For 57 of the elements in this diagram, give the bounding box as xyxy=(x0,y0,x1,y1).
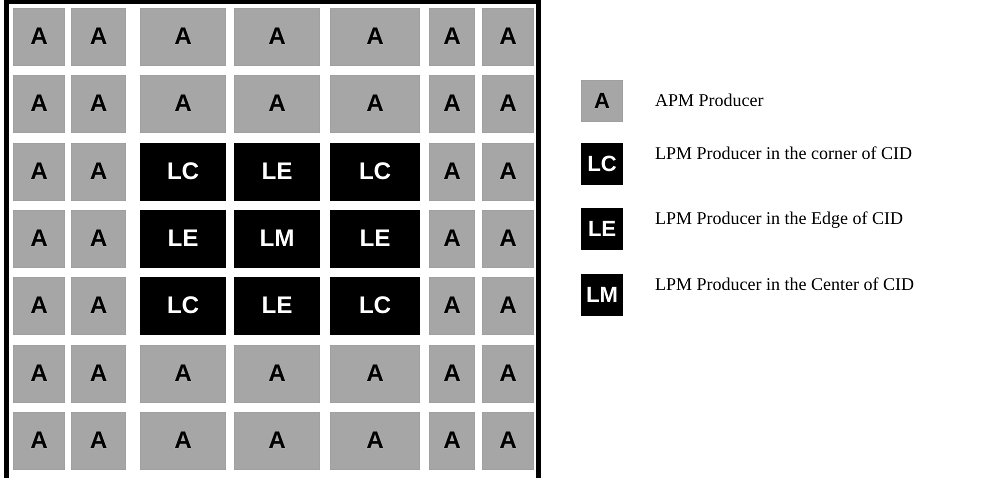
producer-cell: A xyxy=(429,210,475,268)
swatch-letter: LC xyxy=(587,151,617,177)
producer-cell: A xyxy=(71,210,126,268)
producer-cell: A xyxy=(71,345,126,403)
producer-cell: A xyxy=(13,143,65,201)
producer-cell: A xyxy=(429,8,475,66)
swatch-letter: LM xyxy=(586,282,618,308)
dark-producer-cell: LE xyxy=(234,277,320,335)
dark-producer-cell: LC xyxy=(140,143,226,201)
producer-cell: A xyxy=(234,75,320,133)
legend-text: LPM Producer in the Edge of CID xyxy=(655,208,904,229)
producer-cell: A xyxy=(13,412,65,470)
producer-cell: A xyxy=(429,277,475,335)
dark-producer-cell: LE xyxy=(330,210,420,268)
legend-text: APM Producer xyxy=(655,90,764,111)
dark-producer-cell: LE xyxy=(140,210,226,268)
dark-producer-cell: LC xyxy=(330,277,420,335)
producer-cell: A xyxy=(482,412,534,470)
producer-cell: A xyxy=(330,412,420,470)
dark-producer-cell: LC xyxy=(140,277,226,335)
producer-cell: A xyxy=(13,210,65,268)
producer-cell: A xyxy=(140,75,226,133)
dark-producer-cell: LM xyxy=(234,210,320,268)
producer-cell: A xyxy=(13,345,65,403)
producer-cell: A xyxy=(13,75,65,133)
producer-cell: A xyxy=(71,277,126,335)
producer-cell: A xyxy=(482,277,534,335)
producer-cell: A xyxy=(71,412,126,470)
producer-cell: A xyxy=(234,412,320,470)
legend-text: LPM Producer in the corner of CID xyxy=(655,143,913,164)
swatch-letter: LE xyxy=(588,216,616,242)
swatch-letter: A xyxy=(594,88,610,114)
producer-cell: A xyxy=(140,8,226,66)
producer-cell: A xyxy=(482,75,534,133)
producer-cell: A xyxy=(71,143,126,201)
producer-cell: A xyxy=(71,75,126,133)
producer-cell: A xyxy=(482,8,534,66)
producer-cell: A xyxy=(71,8,126,66)
producer-cell: A xyxy=(482,143,534,201)
producer-cell: A xyxy=(482,210,534,268)
legend-text: LPM Producer in the Center of CID xyxy=(655,274,915,295)
producer-cell: A xyxy=(330,8,420,66)
producer-cell: A xyxy=(482,345,534,403)
producer-cell: A xyxy=(429,345,475,403)
producer-cell: A xyxy=(234,8,320,66)
dark-producer-cell: LC xyxy=(330,143,420,201)
producer-cell: A xyxy=(140,412,226,470)
producer-cell: A xyxy=(140,345,226,403)
dark-producer-cell: LE xyxy=(234,143,320,201)
producer-cell: A xyxy=(429,412,475,470)
producer-cell: A xyxy=(429,75,475,133)
producer-cell: A xyxy=(429,143,475,201)
producer-cell: A xyxy=(234,345,320,403)
producer-cell: A xyxy=(13,8,65,66)
producer-cell: A xyxy=(13,277,65,335)
producer-cell: A xyxy=(330,75,420,133)
producer-cell: A xyxy=(330,345,420,403)
